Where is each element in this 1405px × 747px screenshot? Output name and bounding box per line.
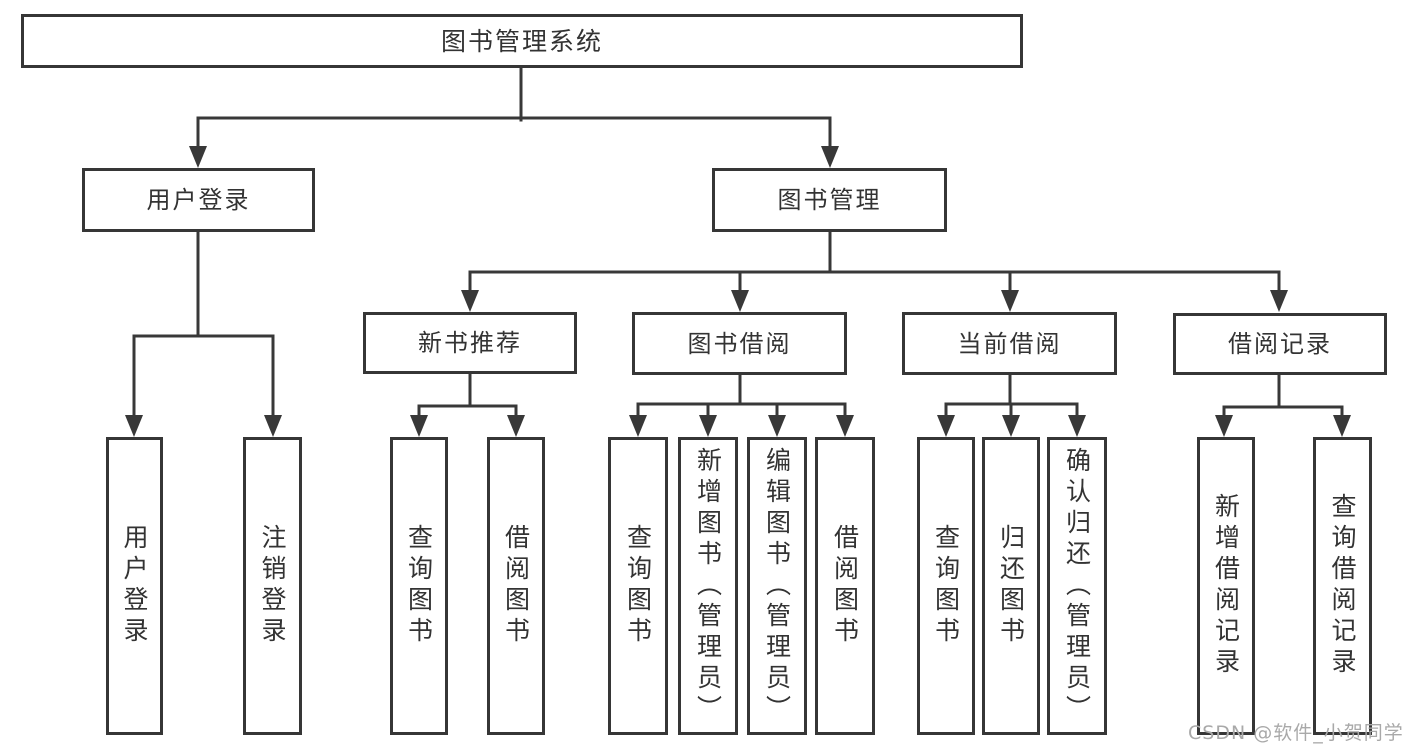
arrowhead: [1215, 415, 1233, 437]
node-library-system: 图书管理系统: [21, 14, 1023, 68]
arrowhead: [836, 415, 854, 437]
node-book-management-label: 图书管理: [777, 186, 882, 214]
node-book-borrow-label: 图书借阅: [687, 329, 792, 358]
node-borrow-records: 借阅记录: [1173, 313, 1387, 375]
leaf-logout: 注销登录: [243, 437, 302, 735]
connector-book-borrow-branch: [636, 373, 847, 422]
leaf-confirm-return-admin-label: 确认归还（管理员）: [1062, 446, 1092, 726]
node-new-book-recommend-label: 新书推荐: [418, 329, 522, 357]
leaf-add-book-admin: 新增图书（管理员）: [678, 437, 738, 735]
connector-root-branch: [196, 66, 832, 152]
leaf-newrec-borrow-book-label: 借阅图书: [501, 524, 531, 648]
arrowhead: [264, 415, 282, 437]
leaf-return-book: 归还图书: [982, 437, 1040, 735]
leaf-user-login: 用户登录: [106, 437, 163, 735]
connector-book-mgmt-branch: [468, 230, 1281, 297]
leaf-user-login-label: 用户登录: [120, 524, 149, 648]
leaf-newrec-query-book: 查询图书: [390, 437, 448, 735]
arrowhead: [629, 415, 647, 437]
connector-borrow-records-branch: [1222, 373, 1344, 422]
leaf-confirm-return-admin: 确认归还（管理员）: [1047, 437, 1107, 735]
arrowhead: [1068, 415, 1086, 437]
arrowhead: [1333, 415, 1351, 437]
csdn-watermark: CSDN @软件_小贺同学: [1188, 722, 1404, 744]
leaf-query-borrow-record: 查询借阅记录: [1313, 437, 1372, 735]
connector-current-borrow-branch: [944, 373, 1079, 422]
arrowhead: [821, 146, 839, 168]
node-book-management: 图书管理: [712, 168, 947, 232]
arrowhead: [461, 290, 479, 312]
node-new-book-recommend: 新书推荐: [363, 312, 577, 374]
arrowhead: [768, 415, 786, 437]
leaf-return-book-label: 归还图书: [996, 524, 1026, 648]
arrowhead: [410, 415, 428, 437]
arrowhead: [1270, 290, 1288, 312]
leaf-edit-book-admin-label: 编辑图书（管理员）: [762, 446, 792, 726]
leaf-borrow-query-book: 查询图书: [608, 437, 668, 735]
arrowhead: [937, 415, 955, 437]
arrowhead: [189, 146, 207, 168]
leaf-edit-book-admin: 编辑图书（管理员）: [747, 437, 807, 735]
leaf-borrow-query-book-label: 查询图书: [623, 524, 653, 648]
leaf-logout-label: 注销登录: [258, 524, 287, 648]
leaf-borrow-borrow-book-label: 借阅图书: [830, 524, 860, 648]
connector-new-book-branch: [417, 372, 518, 422]
leaf-newrec-query-book-label: 查询图书: [404, 524, 434, 648]
leaf-newrec-borrow-book: 借阅图书: [487, 437, 545, 735]
leaf-borrow-borrow-book: 借阅图书: [815, 437, 875, 735]
arrowhead: [1002, 415, 1020, 437]
node-current-borrow: 当前借阅: [902, 312, 1117, 375]
leaf-query-borrow-record-label: 查询借阅记录: [1328, 493, 1357, 679]
arrowhead: [731, 290, 749, 312]
node-book-borrow: 图书借阅: [632, 312, 847, 375]
leaf-add-borrow-record-label: 新增借阅记录: [1211, 493, 1241, 679]
arrowhead: [1001, 290, 1019, 312]
arrowhead: [125, 415, 143, 437]
leaf-add-borrow-record: 新增借阅记录: [1197, 437, 1255, 735]
node-borrow-records-label: 借阅记录: [1228, 330, 1332, 358]
node-user-login: 用户登录: [82, 168, 315, 232]
node-user-login-label: 用户登录: [146, 186, 251, 214]
node-library-system-label: 图书管理系统: [440, 26, 603, 56]
leaf-current-query-book: 查询图书: [917, 437, 975, 735]
leaf-current-query-book-label: 查询图书: [931, 524, 961, 648]
arrowhead: [699, 415, 717, 437]
node-current-borrow-label: 当前借阅: [957, 329, 1062, 358]
connector-user-login-branch: [132, 230, 275, 422]
leaf-add-book-admin-label: 新增图书（管理员）: [693, 446, 723, 726]
arrowhead: [507, 415, 525, 437]
